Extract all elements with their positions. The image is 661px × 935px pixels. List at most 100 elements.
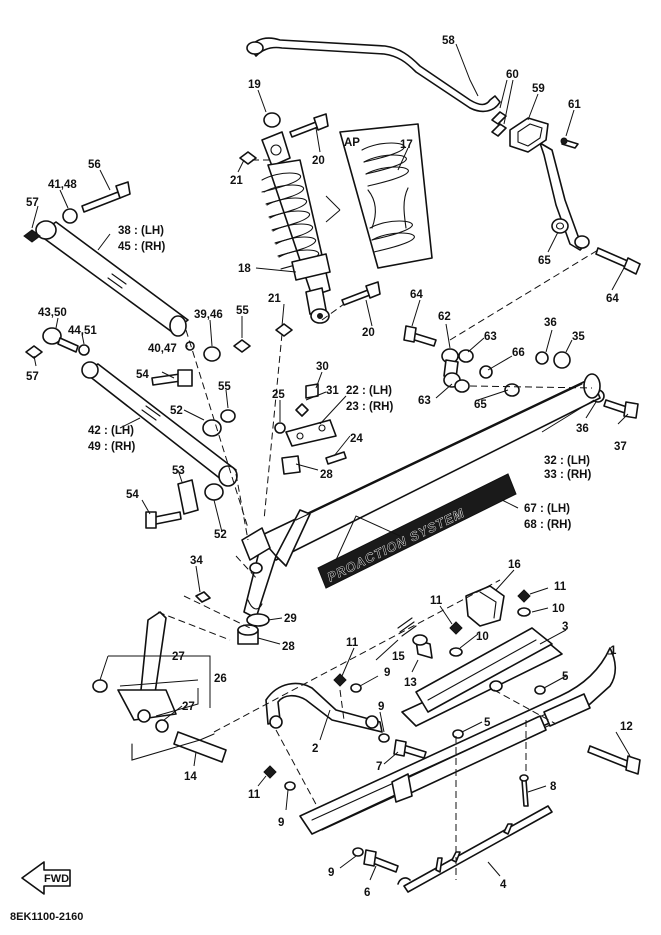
- callout-53: 53: [172, 465, 185, 477]
- shock-absorber: [261, 112, 331, 324]
- callout-33: 33 : (RH): [544, 469, 591, 481]
- callout-9-bottom: 9: [328, 867, 334, 879]
- callout-43-50: 43,50: [38, 307, 67, 319]
- callout-38: 38 : (LH): [118, 225, 164, 237]
- callout-41-48: 41,48: [48, 179, 77, 191]
- callout-5-right: 5: [562, 671, 569, 683]
- diagram-code: 8EK1100-2160: [10, 911, 83, 923]
- callout-63-top: 63: [484, 331, 497, 343]
- callout-54-bottom: 54: [126, 489, 139, 501]
- decal-sticker: PROACTION SYSTEM: [317, 473, 517, 589]
- bushing-and-bolt-right: [551, 218, 641, 275]
- callout-32: 32 : (LH): [544, 455, 590, 467]
- stabilizer-bracket: [491, 111, 579, 153]
- callout-49: 49 : (RH): [88, 441, 135, 453]
- callout-68: 68 : (RH): [524, 519, 571, 531]
- callout-56: 56: [88, 159, 101, 171]
- knuckle-hardware-upper: [151, 339, 251, 437]
- callout-20-top: 20: [312, 155, 325, 167]
- inset-spring-detail: [325, 123, 433, 269]
- callout-45: 45 : (RH): [118, 241, 165, 253]
- callout-14: 14: [184, 771, 197, 783]
- callout-40-47: 40,47: [148, 343, 177, 355]
- suspension-frame: [241, 373, 601, 619]
- callout-37: 37: [614, 441, 627, 453]
- callout-1: 1: [610, 645, 617, 657]
- callout-2: 2: [312, 743, 318, 755]
- wear-bar: [397, 805, 553, 893]
- callout-5-mid: 5: [484, 717, 491, 729]
- steering-bracket-parts: [195, 383, 347, 603]
- callout-44-51: 44,51: [68, 325, 97, 337]
- callout-28-bottom: 28: [282, 641, 295, 653]
- callout-66: 66: [512, 347, 525, 359]
- callout-25: 25: [272, 389, 285, 401]
- steering-spindle: [92, 611, 227, 763]
- callout-7: 7: [376, 761, 382, 773]
- upper-arm: [35, 220, 189, 337]
- callout-55-top: 55: [236, 305, 249, 317]
- callout-21-bottom: 21: [268, 293, 281, 305]
- callout-29: 29: [284, 613, 297, 625]
- callout-67: 67 : (LH): [524, 503, 570, 515]
- callout-59: 59: [532, 83, 545, 95]
- callout-52-top: 52: [170, 405, 183, 417]
- knuckle-hardware-lower: [145, 479, 224, 529]
- callout-16: 16: [508, 559, 521, 571]
- callout-9-lower-left: 9: [278, 817, 284, 829]
- leader-lines: [31, 43, 631, 881]
- callout-58: 58: [442, 35, 455, 47]
- callout-22: 22 : (LH): [346, 385, 392, 397]
- callout-30: 30: [316, 361, 329, 373]
- callout-65-top: 65: [538, 255, 551, 267]
- stabilizer-link: [403, 325, 520, 397]
- callout-18: 18: [238, 263, 251, 275]
- callout-64-right: 64: [606, 293, 619, 305]
- callout-54-top: 54: [136, 369, 149, 381]
- callout-35: 35: [572, 331, 585, 343]
- callout-19: 19: [248, 79, 261, 91]
- lower-arm: [81, 361, 238, 487]
- callout-64-left: 64: [410, 289, 423, 301]
- ski-body: [299, 647, 617, 835]
- callout-10-right: 10: [552, 603, 565, 615]
- callout-11-left: 11: [346, 637, 359, 649]
- inset-ap-label: AP: [344, 137, 360, 149]
- callout-62: 62: [438, 311, 451, 323]
- callout-3: 3: [562, 621, 568, 633]
- lower-arm-hardware: [25, 327, 90, 359]
- callout-65-bottom: 65: [474, 399, 487, 411]
- fwd-label: FWD: [44, 873, 69, 885]
- callout-23: 23 : (RH): [346, 401, 393, 413]
- callout-20-bottom: 20: [362, 327, 375, 339]
- callout-63-bottom: 63: [418, 395, 431, 407]
- fwd-arrow: FWD: [21, 861, 71, 895]
- callout-52-bottom: 52: [214, 529, 227, 541]
- ski-saddle: [401, 627, 563, 727]
- callout-11-right: 11: [554, 581, 567, 593]
- callout-61: 61: [568, 99, 581, 111]
- callout-13: 13: [404, 677, 417, 689]
- callout-39-46: 39,46: [194, 309, 223, 321]
- callout-26: 26: [214, 673, 227, 685]
- ski-hardware: [263, 589, 641, 873]
- callout-42: 42 : (LH): [88, 425, 134, 437]
- assembly-lines: [157, 159, 599, 880]
- callout-55-bottom: 55: [218, 381, 231, 393]
- damper-block: [465, 585, 505, 627]
- callout-27-bottom: 27: [182, 701, 195, 713]
- upper-arm-hardware: [23, 181, 131, 243]
- callout-36-top: 36: [544, 317, 557, 329]
- callout-4: 4: [500, 879, 507, 891]
- callout-34: 34: [190, 555, 203, 567]
- callout-12: 12: [620, 721, 633, 733]
- shock-mount-bolts: [239, 113, 381, 337]
- callout-17: 17: [400, 139, 413, 151]
- callout-31: 31: [326, 385, 339, 397]
- callout-21-top: 21: [230, 175, 243, 187]
- callout-15: 15: [392, 651, 405, 663]
- callout-8: 8: [550, 781, 557, 793]
- callout-labels: 58 60 59 61 65 64 19 20 21 AP 17 18 21 2…: [26, 35, 633, 899]
- callout-57-top: 57: [26, 197, 39, 209]
